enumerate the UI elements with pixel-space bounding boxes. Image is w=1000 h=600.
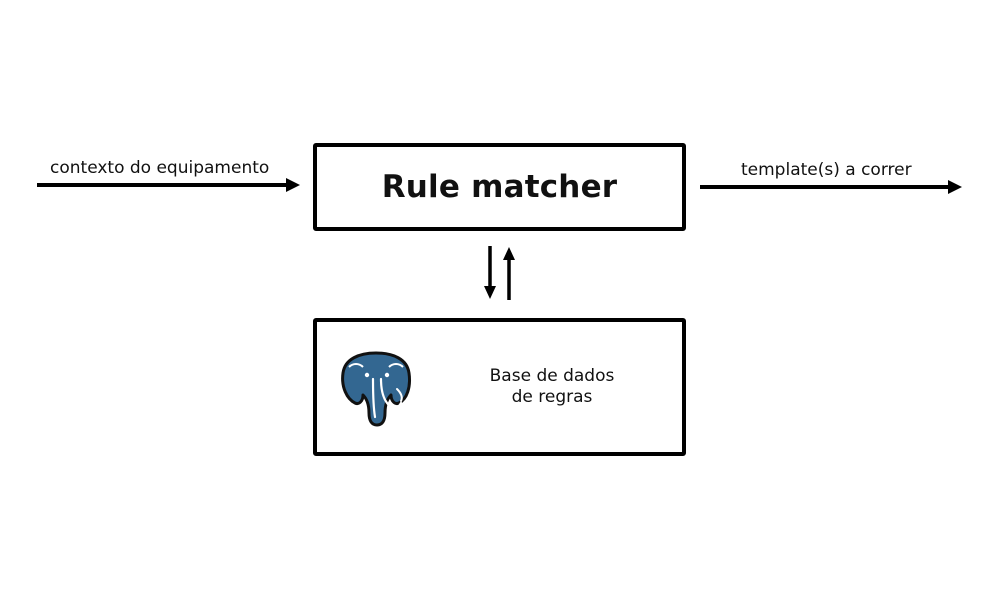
output-edge-label: template(s) a correr — [741, 160, 912, 180]
rule-matcher-title: Rule matcher — [381, 169, 618, 205]
bidirectional-arrows-icon — [484, 246, 515, 300]
postgresql-elephant-icon — [341, 351, 411, 427]
rules-database-box: Base de dados de regras — [313, 318, 686, 456]
rule-matcher-box: Rule matcher — [313, 143, 686, 231]
rules-database-label-line1: Base de dados — [489, 366, 615, 386]
input-arrow-icon — [37, 178, 300, 192]
rules-database-label-line2: de regras — [511, 387, 593, 407]
rules-database-label: Base de dados de regras — [467, 366, 637, 408]
input-edge-label: contexto do equipamento — [50, 158, 270, 178]
output-arrow-icon — [700, 180, 962, 194]
